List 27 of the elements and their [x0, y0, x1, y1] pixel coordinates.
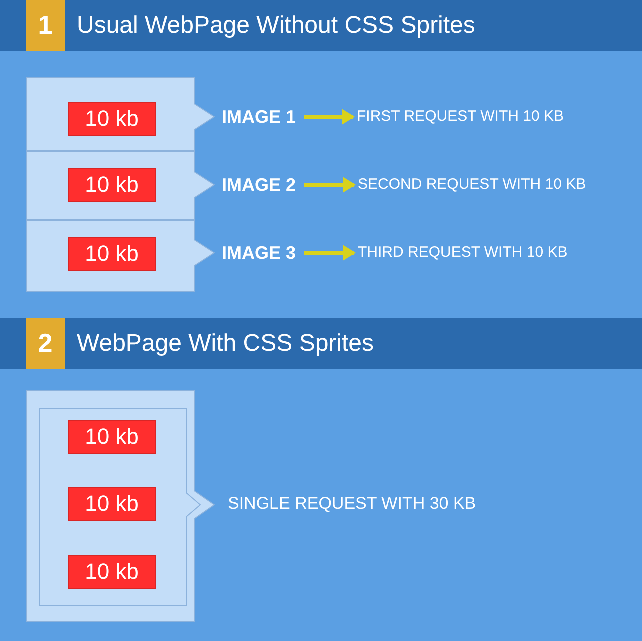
file-size-block: 10 kb — [68, 555, 156, 589]
callout-panel — [39, 408, 201, 606]
section-title: Usual WebPage Without CSS Sprites — [77, 10, 476, 40]
image-label: IMAGE 2 — [222, 173, 296, 197]
image-label: IMAGE 1 — [222, 105, 296, 129]
request-label: SINGLE REQUEST WITH 30 KB — [228, 492, 476, 516]
arrow — [304, 245, 356, 261]
file-size-block: 10 kb — [68, 420, 156, 454]
step-number-badge: 2 — [26, 318, 65, 369]
callout-panel — [26, 220, 215, 292]
file-size-block: 10 kb — [68, 487, 156, 521]
file-size-block: 10 kb — [68, 102, 156, 136]
arrow — [304, 109, 355, 125]
section-header-band — [0, 0, 642, 51]
request-label: SECOND REQUEST WITH 10 KB — [358, 173, 586, 197]
callout-panel — [26, 390, 215, 622]
file-size-block: 10 kb — [68, 168, 156, 202]
section-header-band — [0, 318, 642, 369]
image-label: IMAGE 3 — [222, 241, 296, 265]
section-title: WebPage With CSS Sprites — [77, 328, 374, 358]
step-number-badge: 1 — [26, 0, 65, 51]
callout-panel — [26, 77, 215, 151]
arrow — [304, 177, 356, 193]
request-label: FIRST REQUEST WITH 10 KB — [357, 105, 564, 129]
callout-panel — [26, 151, 215, 220]
request-label: THIRD REQUEST WITH 10 KB — [358, 241, 568, 265]
file-size-block: 10 kb — [68, 237, 156, 271]
